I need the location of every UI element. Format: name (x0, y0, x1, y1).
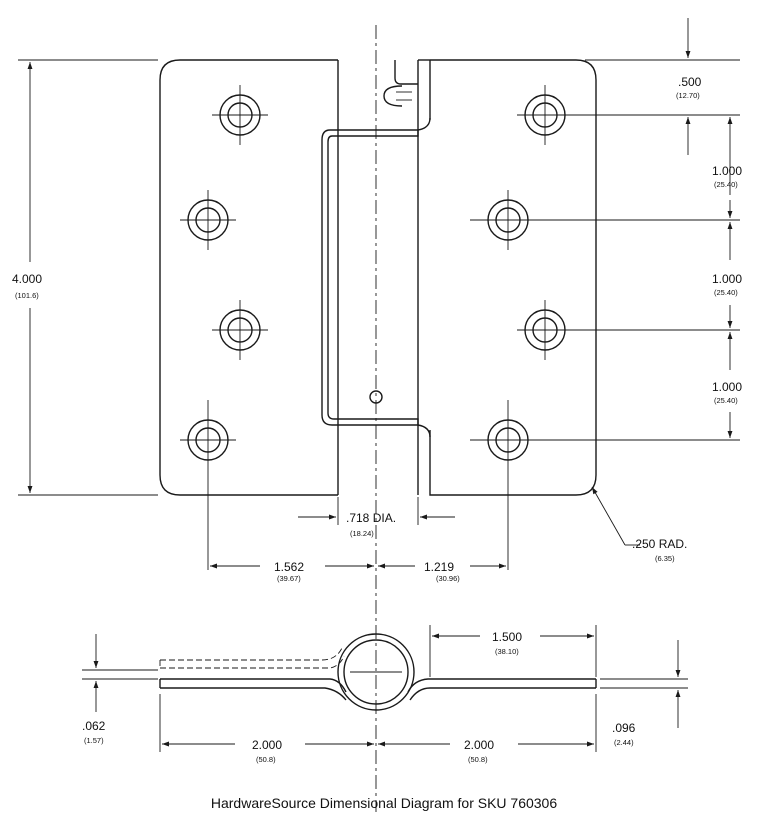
screw-hole (212, 300, 268, 360)
screw-hole (517, 85, 740, 145)
screw-hole (470, 190, 740, 250)
dim-plate-thickness-in: .096 (612, 721, 636, 735)
dim-hole-spacing-2-mm: (25.40) (714, 288, 738, 297)
dim-leaf-thickness-in: .062 (82, 719, 106, 733)
dim-hole-spacing-3-in: 1.000 (712, 380, 742, 394)
tension-slot (394, 60, 418, 85)
front-view (159, 25, 597, 812)
screw-hole (212, 85, 268, 145)
dim-left-width-in: 2.000 (252, 738, 282, 752)
dim-plate-thickness-mm: (2.44) (614, 738, 634, 747)
dim-right-hole-offset-in: 1.219 (424, 560, 454, 574)
left-leaf-profile (159, 678, 347, 701)
dim-leaf-thickness: .062 (1.57) (82, 634, 158, 745)
dim-knuckle-gap: 1.500 (38.10) (429, 625, 597, 677)
dim-right-width: 2.000 (50.8) (378, 694, 597, 764)
dim-hole-spacing-2-in: 1.000 (712, 272, 742, 286)
screw-holes (180, 85, 740, 570)
knuckle-inner (343, 639, 409, 705)
right-leaf-profile (407, 678, 597, 701)
dim-right-hole-offset: 1.219 (30.96) (378, 560, 506, 583)
left-leaf-outline (159, 59, 338, 496)
open-leaf-dashed (159, 647, 345, 669)
dim-pin-dia-mm: (18.24) (350, 529, 374, 538)
dim-corner-radius: .250 RAD. (6.35) (591, 486, 687, 563)
screw-hole (517, 300, 740, 360)
dim-right-hole-offset-mm: (30.96) (436, 574, 460, 583)
spring-wire (321, 129, 338, 426)
dim-height-mm: (101.6) (15, 291, 39, 300)
diagram-caption: HardwareSource Dimensional Diagram for S… (211, 795, 557, 811)
dim-pin-dia: .718 DIA. (18.24) (298, 497, 455, 538)
dim-hole-spacing-1-in: 1.000 (712, 164, 742, 178)
dim-hole-spacing-3-mm: (25.40) (714, 396, 738, 405)
dim-left-width: 2.000 (50.8) (159, 694, 374, 764)
screw-hole (470, 400, 740, 570)
dim-top-offset-mm: (12.70) (676, 91, 700, 100)
dim-right-width-in: 2.000 (464, 738, 494, 752)
dim-plate-thickness: .096 (2.44) (600, 640, 688, 747)
knuckle-outer (337, 633, 415, 711)
dim-leaf-thickness-mm: (1.57) (84, 736, 104, 745)
dim-hole-spacing-2: 1.000 (25.40) (712, 222, 742, 328)
dim-left-hole-offset-in: 1.562 (274, 560, 304, 574)
dim-pin-dia-in: .718 DIA. (346, 511, 396, 525)
dim-right-width-mm: (50.8) (468, 755, 488, 764)
dim-height: 4.000 (101.6) (12, 59, 158, 496)
dim-left-hole-offset: 1.562 (39.67) (210, 560, 374, 583)
screw-hole (180, 400, 236, 570)
dim-knuckle-gap-mm: (38.10) (495, 647, 519, 656)
dim-left-hole-offset-mm: (39.67) (277, 574, 301, 583)
screw-hole (180, 190, 236, 250)
right-leaf-outline (429, 59, 597, 496)
dim-hole-spacing-1-mm: (25.40) (714, 180, 738, 189)
dim-corner-radius-in: .250 RAD. (632, 537, 687, 551)
dim-knuckle-gap-in: 1.500 (492, 630, 522, 644)
dim-top-offset: .500 (12.70) (585, 18, 740, 155)
dim-top-offset-in: .500 (678, 75, 702, 89)
dim-hole-spacing-3: 1.000 (25.40) (712, 332, 742, 438)
profile-view (159, 633, 597, 711)
dim-hole-spacing-1: 1.000 (25.40) (712, 117, 742, 218)
dim-height-in: 4.000 (12, 272, 42, 286)
dim-corner-radius-mm: (6.35) (655, 554, 675, 563)
dim-left-width-mm: (50.8) (256, 755, 276, 764)
